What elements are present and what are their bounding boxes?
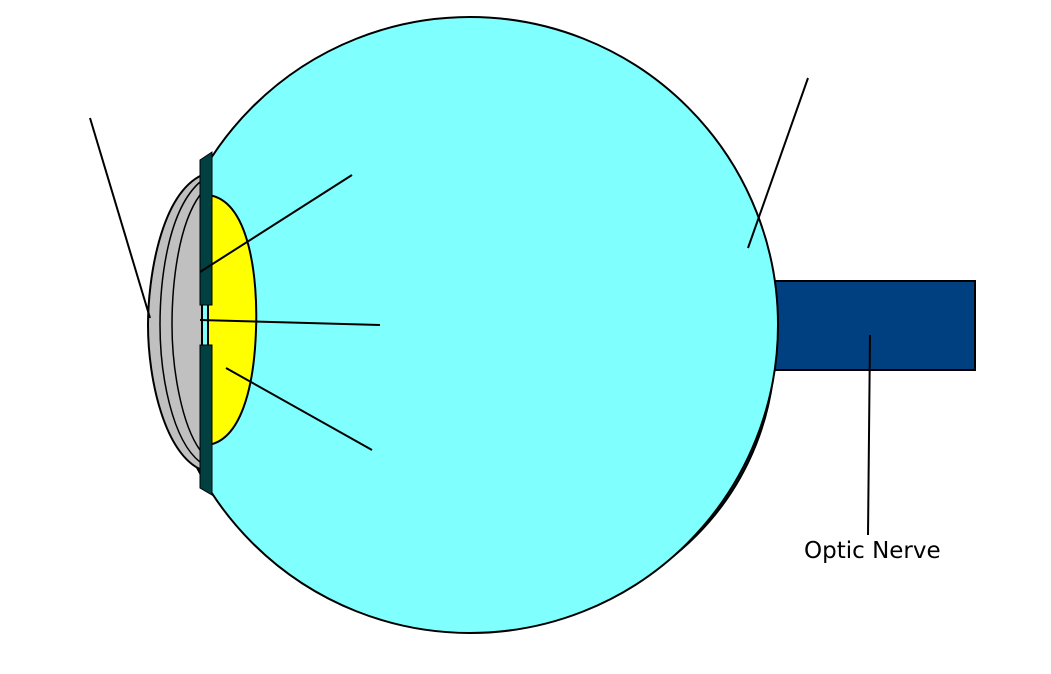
leader-line-optic-nerve: [867, 334, 871, 536]
cornea: [146, 173, 203, 472]
cornea-inner-line: [159, 181, 201, 463]
leader-line-iris: [199, 174, 353, 273]
leader-line-cornea: [89, 117, 151, 319]
leader-line-pupil: [199, 319, 381, 326]
iris-lower: [199, 344, 213, 496]
cornea-inner-line-2: [171, 194, 201, 451]
iris-upper: [199, 151, 213, 306]
leader-line-retina: [747, 77, 809, 249]
leader-line-lens: [225, 367, 373, 451]
optic-nerve-label: Optic Nerve: [804, 538, 941, 564]
